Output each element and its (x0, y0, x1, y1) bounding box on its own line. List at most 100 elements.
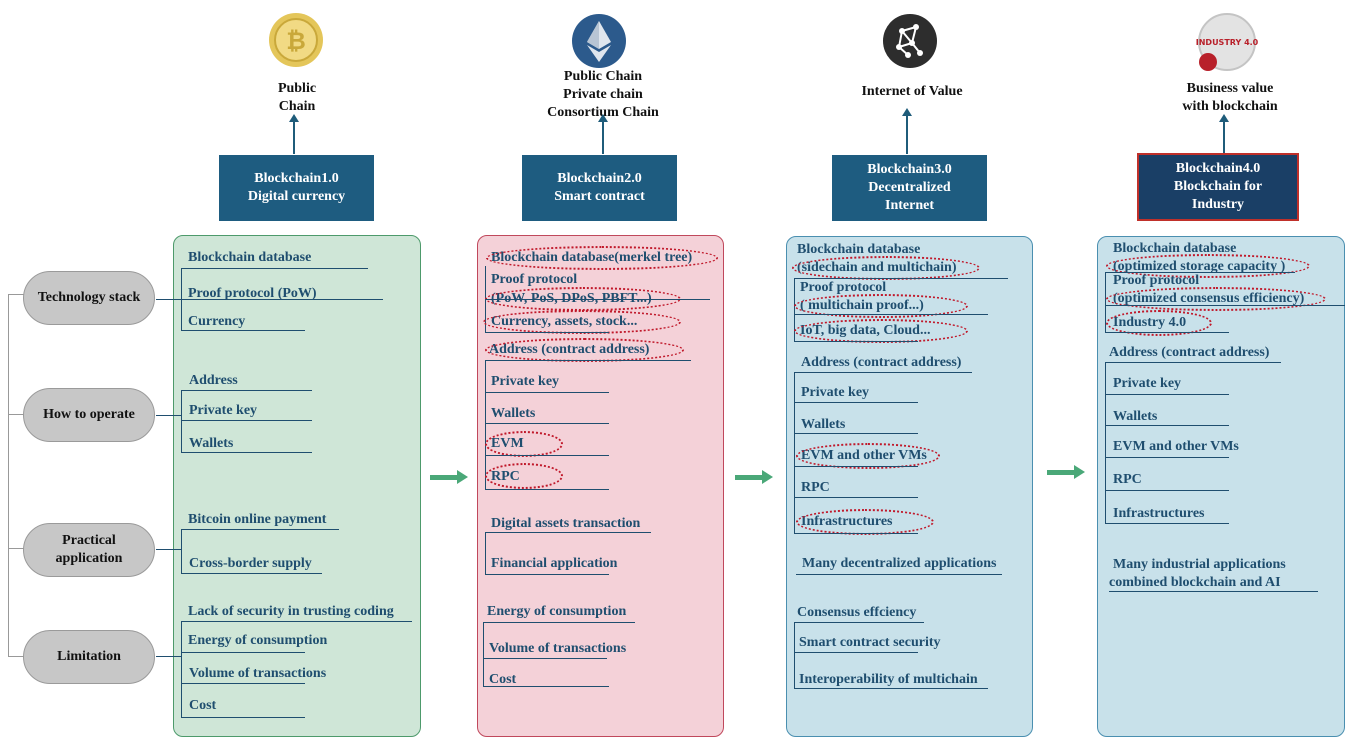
col2-highlight-oval (485, 463, 563, 489)
col4-underline (1105, 490, 1229, 491)
col2-underline (485, 392, 609, 393)
col4-underline (1105, 332, 1229, 333)
gen2-up-arrow (598, 114, 608, 154)
col1-underline (181, 390, 312, 391)
col4-underline (1105, 362, 1281, 363)
category-technology-stack: Technology stack (23, 271, 155, 325)
col1-apps-item: Cross-border supply (189, 556, 312, 571)
col3-limits-item: Consensus effciency (797, 605, 917, 620)
industry-4-icon: INDUSTRY 4.0 (1196, 13, 1258, 71)
col1-operate-item: Wallets (189, 436, 234, 451)
col4-underline (1109, 591, 1318, 592)
col2-underline (485, 360, 691, 361)
category-limitation: Limitation (23, 630, 155, 684)
col3-underline (794, 278, 1008, 279)
col3-operate-item: RPC (801, 480, 830, 495)
col1-underline (181, 452, 312, 453)
transition-arrow-1-to-2 (430, 470, 468, 484)
col1-operate-bracket (181, 390, 182, 452)
col3-tech-bracket (794, 278, 795, 342)
bracket-tick-3 (8, 548, 24, 549)
col4-underline (1105, 523, 1229, 524)
col2-underline (483, 658, 607, 659)
col2-limits-bracket (483, 622, 484, 686)
col1-apps-bracket (181, 529, 182, 573)
col4-operate-item: Private key (1113, 376, 1182, 391)
col2-operate-item: Wallets (491, 406, 536, 421)
col3-underline (794, 622, 924, 623)
gen3-up-arrow (902, 108, 912, 154)
bracket-tick-2 (8, 414, 24, 415)
col4-operate-item: EVM and other VMs (1113, 439, 1239, 454)
col3-operate-item: Address (contract address) (801, 355, 962, 370)
svg-text:₿: ₿ (286, 27, 306, 55)
col2-underline (485, 423, 609, 424)
col1-apps-item: Bitcoin online payment (188, 512, 327, 527)
col1-underline (181, 529, 339, 530)
col3-underline (794, 497, 918, 498)
col4-operate-item: RPC (1113, 472, 1142, 487)
col3-underline (796, 574, 1002, 575)
col1-limits-bracket (181, 621, 182, 717)
col3-underline (794, 533, 918, 534)
col1-limits-item: Lack of security in trusting coding (188, 604, 394, 619)
col1-underline (181, 420, 312, 421)
col3-tech-item: Blockchain database (797, 242, 921, 257)
col2-limits-item: Volume of transactions (489, 641, 627, 656)
col1-underline (181, 652, 305, 653)
col2-apps-item: Financial application (491, 556, 618, 571)
col3-underline (794, 688, 988, 689)
col2-limits-item: Energy of consumption (487, 604, 627, 619)
col1-operate-item: Private key (189, 403, 258, 418)
col3-limits-bracket (794, 622, 795, 688)
col4-highlight-oval (1106, 287, 1326, 311)
col4-tech-bracket (1105, 272, 1106, 332)
col2-apps-bracket (485, 532, 486, 574)
bracket-tick-4 (8, 656, 24, 657)
col1-underline (181, 573, 322, 574)
connector-operate (156, 415, 181, 416)
col2-underline (485, 489, 609, 490)
col4-apps-item: combined blockchain and AI (1109, 575, 1281, 590)
col1-tech-item: Blockchain database (188, 250, 312, 265)
col2-highlight-oval (483, 310, 681, 334)
col3-highlight-oval (794, 294, 968, 318)
col1-underline (181, 268, 368, 269)
col3-highlight-oval (792, 256, 980, 280)
col3-underline (794, 466, 918, 467)
col4-underline (1105, 457, 1229, 458)
col3-tech-item: Proof protocol (800, 280, 887, 295)
col2-apps-item: Digital assets transaction (491, 516, 641, 531)
col4-operate-item: Wallets (1113, 409, 1158, 424)
col2-underline (483, 686, 609, 687)
col1-limits-item: Cost (189, 698, 217, 713)
col1-tech-item: Proof protocol (PoW) (188, 286, 317, 301)
col4-highlight-oval (1106, 310, 1212, 336)
col2-limits-item: Cost (489, 672, 517, 687)
col2-operate-item: Private key (491, 374, 560, 389)
col2-operate-bracket (485, 360, 486, 490)
col4-tech-item: Proof protocol (1113, 273, 1200, 288)
col4-operate-item: Address (contract address) (1109, 345, 1270, 360)
col2-underline (485, 532, 651, 533)
col2-highlight-oval (485, 431, 563, 457)
col1-underline (181, 330, 305, 331)
col2-underline (485, 455, 609, 456)
col3-highlight-oval (794, 319, 968, 343)
category-practical-application: Practical application (23, 523, 155, 577)
col3-underline (794, 314, 988, 315)
col1-limits-item: Volume of transactions (189, 666, 327, 681)
col4-underline (1105, 305, 1345, 306)
col2-underline (485, 574, 609, 575)
col4-underline (1105, 272, 1295, 273)
col1-limits-item: Energy of consumption (188, 633, 328, 648)
ethereum-icon (572, 14, 626, 68)
col3-underline (794, 433, 918, 434)
col3-underline (794, 402, 918, 403)
col3-operate-item: Wallets (801, 417, 846, 432)
